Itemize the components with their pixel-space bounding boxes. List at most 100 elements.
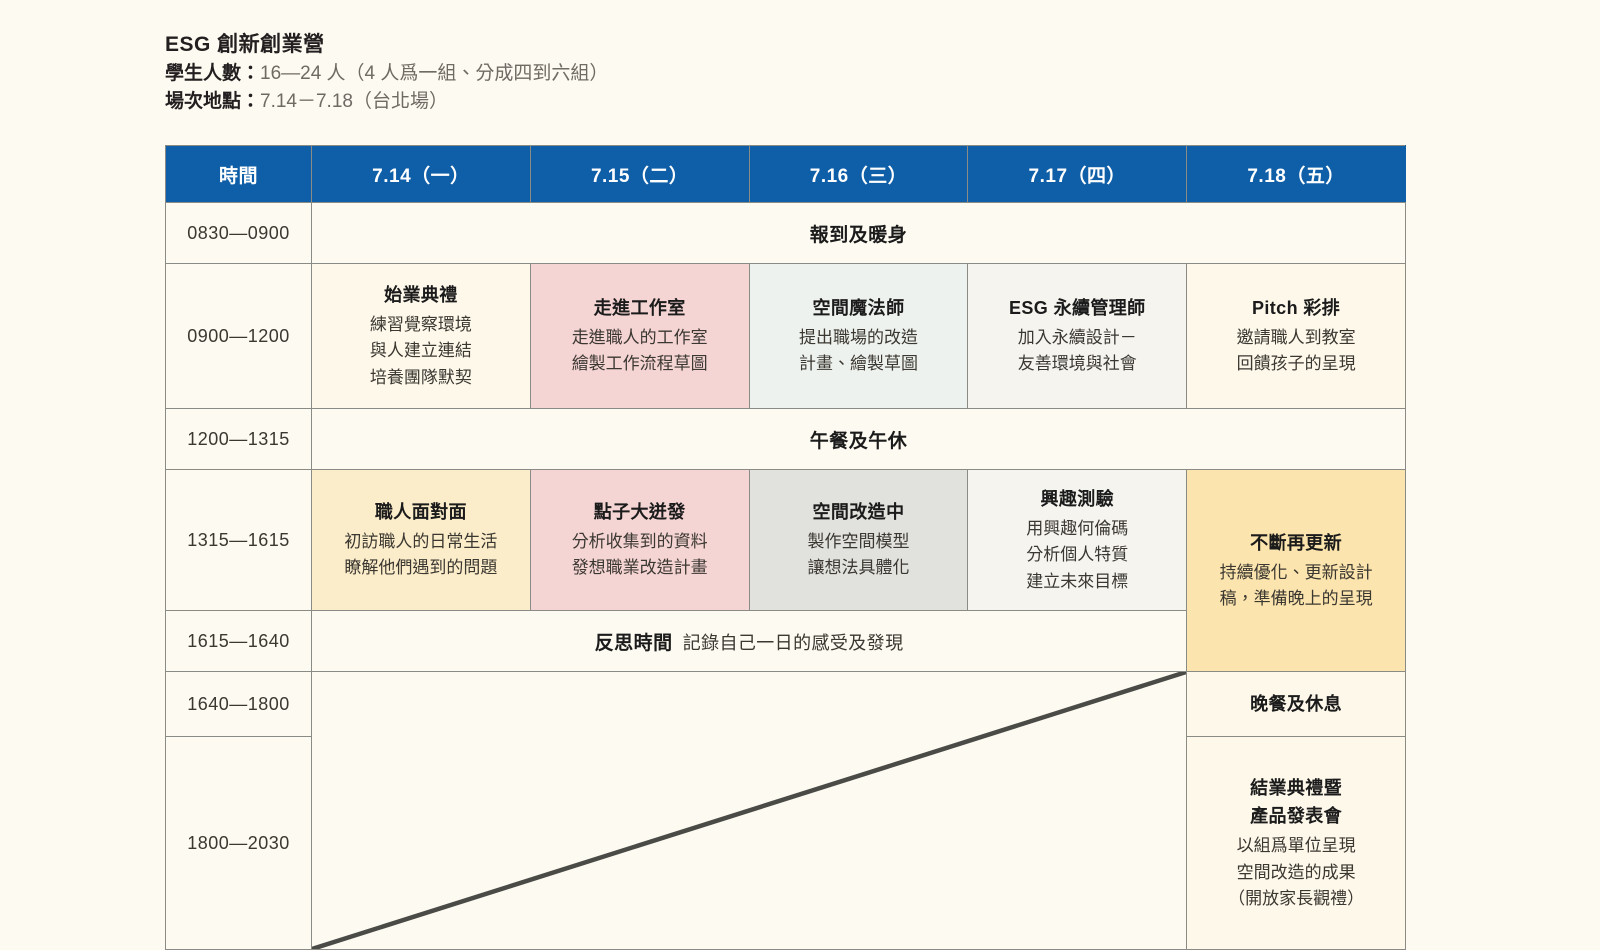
- empty-block-strikethrough: [310, 671, 1188, 950]
- session-detail: 初訪職人的日常生活 瞭解他們遇到的問題: [316, 529, 526, 582]
- session-title: 晚餐及休息: [1250, 693, 1343, 714]
- session-detail-line: 提出職場的改造: [798, 328, 918, 348]
- session-detail-line: 讓想法具體化: [807, 558, 910, 578]
- schedule-table: 時間 7.14（一） 7.15（二） 7.16（三） 7.17（四） 7.18（…: [165, 145, 1406, 950]
- session-detail: 以組爲單位呈現 空間改造的成果 （開放家長觀禮）: [1191, 833, 1401, 912]
- session-title: 職人面對面: [374, 502, 467, 523]
- session-reflection: 反思時間記錄自己一日的感受及發現: [310, 610, 1188, 672]
- session-detail-line: 建立未來目標: [1026, 571, 1129, 591]
- time-label-reflection: 1615—1640: [165, 610, 312, 672]
- session-checkin: 報到及暖身: [311, 202, 1406, 264]
- session-detail: 邀請職人到教室 回饋孩子的呈現: [1191, 325, 1401, 378]
- session-title-lunch: 午餐及午休: [809, 430, 908, 452]
- session-afternoon-716: 空間改造中 製作空間模型 讓想法具體化: [748, 469, 969, 611]
- session-detail-line: （開放家長觀禮）: [1228, 888, 1365, 908]
- column-header-716: 7.16（三）: [748, 145, 969, 203]
- session-label: 場次地點：: [165, 90, 261, 112]
- column-header-time: 時間: [165, 145, 312, 203]
- session-detail-line: 稿，準備晚上的呈現: [1219, 588, 1373, 608]
- session-afternoon-714: 職人面對面 初訪職人的日常生活 瞭解他們遇到的問題: [311, 469, 531, 611]
- session-detail: 製作空間模型 讓想法具體化: [754, 529, 964, 582]
- session-detail: 用興趣何倫碼 分析個人特質 建立未來目標: [972, 516, 1182, 595]
- session-detail-line: 繪製工作流程草圖: [571, 354, 708, 374]
- session-lunch: 午餐及午休: [311, 408, 1406, 470]
- session-morning-716: 空間魔法師 提出職場的改造 計畫、繪製草圖: [748, 263, 969, 409]
- session-title-line1: 結業典禮暨: [1250, 777, 1343, 798]
- table-row-checkin: 0830—0900 報到及暖身: [165, 202, 1406, 264]
- time-label-evening: 1800—2030: [165, 736, 312, 950]
- session-title: 走進工作室: [593, 298, 686, 319]
- session-detail-line: 空間改造的成果: [1236, 862, 1356, 882]
- session-title: 點子大迸發: [593, 502, 686, 523]
- session-afternoon-718: 不斷再更新 持續優化、更新設計 稿，準備晚上的呈現: [1186, 469, 1406, 672]
- table-row-dinner: 1640—1800 晚餐及休息: [165, 671, 1406, 950]
- session-detail: 加入永續設計－ 友善環境與社會: [972, 325, 1182, 378]
- session-title: 空間魔法師: [812, 298, 905, 319]
- session-detail-line: 以組爲單位呈現: [1236, 836, 1356, 856]
- session-title-line2: 產品發表會: [1250, 806, 1343, 827]
- session-detail-line: 持續優化、更新設計: [1219, 562, 1373, 582]
- column-header-718: 7.18（五）: [1186, 145, 1406, 203]
- table-body: 0830—0900 報到及暖身 0900—1200 始業典禮 練習覺察環境 與人…: [165, 202, 1406, 950]
- session-detail: 提出職場的改造 計畫、繪製草圖: [754, 325, 964, 378]
- schedule-page: ESG 創新創業營 學生人數：16—24 人（4 人爲一組、分成四到六組） 場次…: [165, 30, 1406, 950]
- column-header-717: 7.17（四）: [967, 145, 1188, 203]
- session-detail-line: 用興趣何倫碼: [1026, 518, 1129, 538]
- session-title: 興趣測驗: [1040, 489, 1115, 510]
- time-label-lunch: 1200—1315: [165, 408, 312, 470]
- session-detail-line: 計畫、繪製草圖: [798, 354, 918, 374]
- session-detail: 走進職人的工作室 繪製工作流程草圖: [535, 325, 745, 378]
- table-row-afternoon: 1315—1615 職人面對面 初訪職人的日常生活 瞭解他們遇到的問題 點子大迸…: [165, 469, 1406, 672]
- session-line: 場次地點：7.14－7.18（台北場）: [165, 88, 1065, 116]
- time-label-afternoon: 1315—1615: [165, 469, 312, 611]
- session-detail: 練習覺察環境 與人建立連結 培養團隊默契: [316, 312, 526, 391]
- table-row-morning: 0900—1200 始業典禮 練習覺察環境 與人建立連結 培養團隊默契 走進工作…: [165, 263, 1406, 409]
- session-detail-line: 培養團隊默契: [369, 367, 472, 387]
- schedule-table-wrapper: 時間 7.14（一） 7.15（二） 7.16（三） 7.17（四） 7.18（…: [165, 145, 1406, 950]
- session-title: 空間改造中: [812, 502, 905, 523]
- session-afternoon-717: 興趣測驗 用興趣何倫碼 分析個人特質 建立未來目標: [967, 469, 1188, 611]
- session-title: ESG 永續管理師: [1008, 298, 1146, 319]
- session-detail-line: 回饋孩子的呈現: [1236, 354, 1356, 374]
- students-line: 學生人數：16—24 人（4 人爲一組、分成四到六組）: [165, 60, 1065, 88]
- session-title-reflection: 反思時間: [594, 632, 673, 654]
- session-detail-line: 與人建立連結: [369, 341, 472, 361]
- session-detail-line: 分析收集到的資料: [571, 532, 708, 552]
- session-detail-line: 邀請職人到教室: [1236, 328, 1356, 348]
- session-value: 7.14－7.18（台北場）: [260, 90, 448, 112]
- column-header-715: 7.15（二）: [529, 145, 750, 203]
- table-row-reflection: 1615—1640 反思時間記錄自己一日的感受及發現: [165, 610, 1406, 672]
- document-heading: ESG 創新創業營 學生人數：16—24 人（4 人爲一組、分成四到六組） 場次…: [165, 30, 1065, 116]
- session-title: 不斷再更新: [1250, 532, 1343, 553]
- students-value: 16—24 人（4 人爲一組、分成四到六組）: [260, 63, 609, 85]
- session-evening-718: 結業典禮暨 產品發表會 以組爲單位呈現 空間改造的成果 （開放家長觀禮）: [1186, 736, 1406, 950]
- table-row-lunch: 1200—1315 午餐及午休: [165, 408, 1406, 470]
- session-morning-715: 走進工作室 走進職人的工作室 繪製工作流程草圖: [529, 263, 750, 409]
- time-label-morning: 0900—1200: [165, 263, 312, 409]
- session-detail: 分析收集到的資料 發想職業改造計畫: [535, 529, 745, 582]
- session-detail-line: 初訪職人的日常生活: [344, 532, 498, 552]
- session-detail-line: 分析個人特質: [1026, 545, 1129, 565]
- session-title: 始業典禮: [384, 285, 458, 306]
- session-subtitle-reflection: 記錄自己一日的感受及發現: [682, 632, 904, 653]
- column-header-714: 7.14（一）: [311, 145, 531, 203]
- session-title: Pitch 彩排: [1251, 298, 1341, 319]
- students-label: 學生人數：: [165, 63, 261, 85]
- session-detail-line: 加入永續設計－: [1017, 328, 1137, 348]
- session-detail-line: 製作空間模型: [807, 532, 910, 552]
- session-detail: 持續優化、更新設計 稿，準備晚上的呈現: [1191, 560, 1401, 613]
- session-dinner-718: 晚餐及休息: [1186, 671, 1406, 737]
- session-detail-line: 發想職業改造計畫: [571, 558, 708, 578]
- session-detail-line: 練習覺察環境: [369, 314, 472, 334]
- header-row: 時間 7.14（一） 7.15（二） 7.16（三） 7.17（四） 7.18（…: [165, 145, 1406, 203]
- session-title-checkin: 報到及暖身: [809, 224, 908, 246]
- session-morning-717: ESG 永續管理師 加入永續設計－ 友善環境與社會: [967, 263, 1188, 409]
- session-morning-718: Pitch 彩排 邀請職人到教室 回饋孩子的呈現: [1186, 263, 1406, 409]
- time-label-checkin: 0830—0900: [165, 202, 312, 264]
- session-detail-line: 友善環境與社會: [1017, 354, 1137, 374]
- page-title: ESG 創新創業營: [165, 33, 325, 56]
- session-morning-714: 始業典禮 練習覺察環境 與人建立連結 培養團隊默契: [311, 263, 531, 409]
- diagonal-line-icon: [312, 672, 1187, 949]
- time-label-dinner: 1640—1800: [165, 671, 312, 737]
- session-detail-line: 走進職人的工作室: [571, 328, 708, 348]
